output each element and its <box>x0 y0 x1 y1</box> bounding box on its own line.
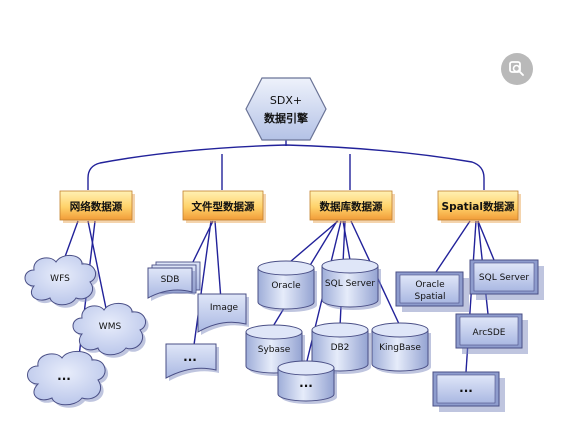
doc-file-more-label: ... <box>183 350 197 364</box>
box-oracle-spatial: Oracle Spatial <box>395 271 469 312</box>
cloud-network-more: ... <box>27 351 109 408</box>
zoom-button[interactable] <box>501 53 533 85</box>
connector-wms <box>87 220 109 319</box>
doc-file-more: ... <box>165 343 219 381</box>
cloud-wfs: WFS <box>24 255 99 308</box>
category-database: 数据库数据源 <box>309 190 395 223</box>
doc-image: Image <box>197 293 249 335</box>
box-arcsde-label: ArcSDE <box>473 328 506 338</box>
root-title: SDX+ <box>270 94 302 107</box>
box-spatial-more-label: ... <box>459 381 473 395</box>
category-spatial-label: Spatial数据源 <box>442 200 515 213</box>
connector-bus <box>87 144 485 190</box>
cylinder-database-more-label: ... <box>299 376 313 390</box>
category-file: 文件型数据源 <box>182 190 266 223</box>
root-engine-node: SDX+ 数据引擎 <box>245 77 327 141</box>
category-network-label: 网络数据源 <box>70 200 123 213</box>
cylinder-kingbase-label: KingBase <box>379 343 421 353</box>
zoom-search-icon <box>509 61 524 76</box>
connector-oracle-spatial <box>435 220 471 273</box>
box-oracle-spatial-label-2: Spatial <box>415 292 446 302</box>
connector-image <box>214 220 222 301</box>
doc-sdb: SDB <box>147 261 201 301</box>
cylinder-sql-server-label: SQL Server <box>325 279 375 289</box>
cylinder-sql-server: SQL Server <box>321 258 381 310</box>
category-database-label: 数据库数据源 <box>319 200 383 213</box>
doc-image-label: Image <box>210 303 239 313</box>
box-spatial-more: ... <box>432 371 505 412</box>
box-arcsde: ArcSDE <box>455 313 528 354</box>
connector-file-more <box>193 220 212 346</box>
connector-spatial-sqlserver <box>477 220 495 261</box>
cloud-wms-label: WMS <box>99 322 122 332</box>
connector-oracle <box>289 220 339 263</box>
category-spatial: Spatial数据源 <box>437 190 521 223</box>
cylinder-database-more: ... <box>277 360 337 404</box>
box-oracle-spatial-label-1: Oracle <box>415 280 445 290</box>
cloud-wfs-label: WFS <box>50 274 70 284</box>
cylinder-kingbase: KingBase <box>371 322 431 374</box>
category-file-label: 文件型数据源 <box>191 200 255 213</box>
box-spatial-sql-server-label: SQL Server <box>479 273 529 283</box>
box-spatial-sql-server: SQL Server <box>469 259 544 300</box>
cloud-network-more-label: ... <box>57 369 71 383</box>
cylinder-oracle: Oracle <box>257 260 317 312</box>
doc-sdb-label: SDB <box>161 275 180 285</box>
category-network: 网络数据源 <box>59 190 135 223</box>
root-subtitle: 数据引擎 <box>264 111 308 125</box>
cylinder-sybase-label: Sybase <box>258 345 291 355</box>
cylinder-db2-label: DB2 <box>331 343 350 353</box>
cloud-wms: WMS <box>72 303 149 358</box>
cylinder-oracle-label: Oracle <box>271 281 301 291</box>
